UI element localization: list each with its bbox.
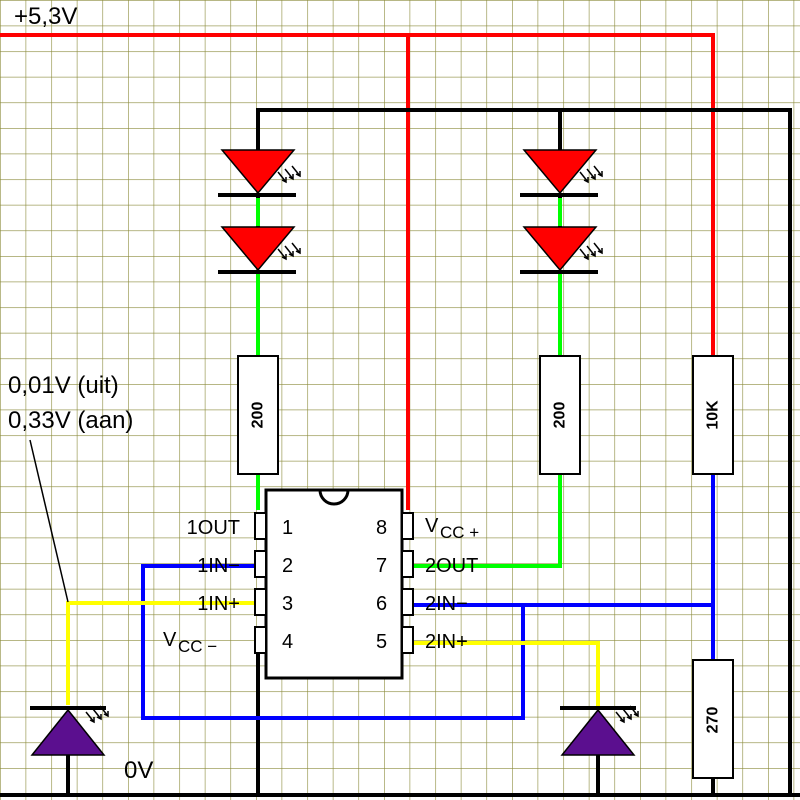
resistor-divider-bottom: 270 xyxy=(692,659,734,779)
sensor-right xyxy=(560,705,639,756)
pin-label-vcc-plus-main: V xyxy=(425,515,439,537)
resistor-right-value: 200 xyxy=(552,402,569,429)
resistor-left: 200 xyxy=(237,355,279,475)
pin-number-5: 5 xyxy=(376,631,387,653)
noninverting-input-wires xyxy=(66,601,600,706)
pin-number-7: 7 xyxy=(376,555,387,577)
pin-number-2: 2 xyxy=(282,555,293,577)
led-left-bottom xyxy=(218,226,301,274)
led-right-bottom xyxy=(520,226,603,274)
led-right-top xyxy=(520,149,603,197)
resistor-divider-bottom-value: 270 xyxy=(705,707,722,734)
ground-label: 0V xyxy=(124,757,153,784)
pin-label-vcc-plus: V CC + xyxy=(425,515,479,542)
sensor-left xyxy=(30,705,109,756)
resistor-right: 200 xyxy=(539,355,581,475)
measurement-pointer-line xyxy=(29,439,69,603)
pin-label-vcc-minus: V CC − xyxy=(163,629,217,656)
output-wires xyxy=(256,198,562,568)
pin-label-vcc-minus-main: V xyxy=(163,629,177,651)
resistor-left-value: 200 xyxy=(250,402,267,429)
measurement-label-on: 0,33V (aan) xyxy=(8,407,133,434)
resistor-divider-top: 10K xyxy=(692,355,734,475)
pin-label-2out: 2OUT xyxy=(425,555,478,577)
pin-number-1: 1 xyxy=(282,517,293,539)
pin-number-6: 6 xyxy=(376,593,387,615)
pin-label-1in-minus: 1IN− xyxy=(197,555,240,577)
inverting-input-wires xyxy=(141,472,715,720)
pin-label-1out: 1OUT xyxy=(187,517,240,539)
pin-label-2in-plus: 2IN+ xyxy=(425,631,468,653)
supply-wires xyxy=(0,33,715,510)
supply-voltage-label: +5,3V xyxy=(14,3,77,30)
pin-number-3: 3 xyxy=(282,593,293,615)
pin-number-8: 8 xyxy=(376,517,387,539)
pin-number-4: 4 xyxy=(282,631,293,653)
measurement-label-off: 0,01V (uit) xyxy=(8,372,119,399)
led-left-top xyxy=(218,149,301,197)
opamp-ic: 1 2 3 4 8 7 6 5 xyxy=(254,488,414,680)
pin-label-1in-plus: 1IN+ xyxy=(197,593,240,615)
pin-label-vcc-plus-sub: CC + xyxy=(440,523,479,542)
pin-label-2in-minus: 2IN− xyxy=(425,593,468,615)
pin-label-vcc-minus-sub: CC − xyxy=(178,637,217,656)
resistor-divider-top-value: 10K xyxy=(705,400,722,430)
